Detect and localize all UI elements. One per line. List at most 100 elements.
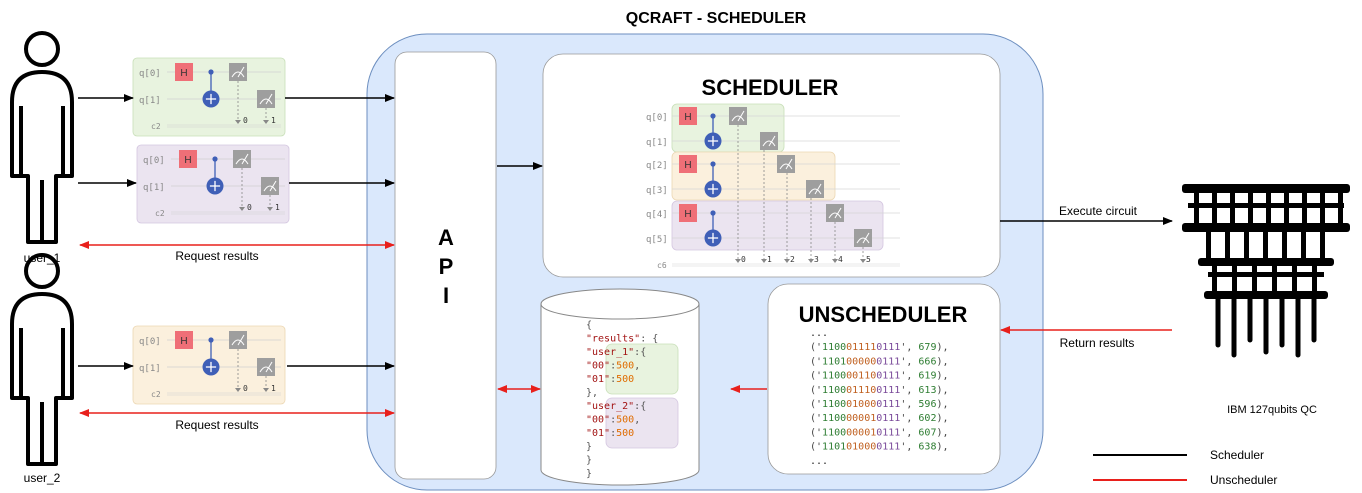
hadamard-gate [175,63,193,81]
hadamard-label: H [684,209,691,220]
request-results-label-user1: Request results [175,249,258,263]
diagram-title: QCRAFT - SCHEDULER [626,10,807,27]
measure-arrowhead [832,259,838,263]
user2-icon [10,253,74,466]
meter-needle-icon [237,334,245,346]
hadamard-gate [679,204,697,222]
meter-arc-icon [231,339,245,346]
meter-needle-icon [269,180,277,192]
unscheduler-line: ('1100000010111', 607), [810,427,949,438]
meter-needle-icon [768,135,776,147]
json-line: { [586,320,592,331]
api-letter-a: A [438,225,454,250]
legend-scheduler-label: Scheduler [1210,448,1264,462]
scheduler-qubit-label: q[3] [646,186,668,196]
control-dot [212,156,218,162]
bit-label: 1 [275,203,280,212]
qc-mid-plate [1182,223,1350,232]
hadamard-gate [175,331,193,349]
results-json: { "results": { "user_1":{ "00":500, "01"… [586,320,658,480]
unscheduler-line: ... [810,328,828,339]
control-dot [710,161,716,167]
json-line: "user_2":{ [586,401,646,412]
bit-label: 1 [271,384,276,393]
meter-arc-icon [762,140,776,147]
meter-arc-icon [259,98,273,105]
unscheduler-results: ...('1100011110111', 679),('110100000011… [810,328,949,467]
qc-rod [1320,232,1325,258]
unscheduler-line: ('1101010000111', 638), [810,442,949,453]
qubit-label: q[0] [143,156,165,166]
scheduled-group-user1b [671,200,884,251]
qc-rod [1252,266,1257,291]
user1-label: user_1 [24,251,61,265]
control-dot [208,337,214,343]
head-icon [24,31,60,67]
hadamard-gate [179,150,197,168]
qc-crossbar [1208,272,1324,277]
bit-label: 1 [271,116,276,125]
measure-arrowhead [239,207,245,211]
classical-label: c2 [155,209,165,218]
meter-needle-icon [265,93,273,105]
unscheduler-line: ('1100010000111', 596), [810,399,949,410]
api-box [394,51,497,480]
measure-arrowhead [860,259,866,263]
bit-label: 0 [243,384,248,393]
unscheduler-line: ('1100011110111', 679), [810,342,949,353]
scheduler-qubit-label: q[2] [646,161,668,171]
qc-rod [1272,266,1277,291]
classical-label: c2 [151,122,161,131]
json-line: "results": { [586,334,658,345]
qc-rod [1206,232,1211,258]
scheduler-bit-label: 0 [741,255,746,264]
meter-needle-icon [862,232,870,244]
unscheduler-title: UNSCHEDULER [799,302,968,327]
qc-top-plate [1182,184,1350,193]
json-line: "00":500, [586,361,640,372]
scheduler-bit-label: 1 [767,255,772,264]
control-dot [710,210,716,216]
measure-arrowhead [263,120,269,124]
hadamard-label: H [180,68,187,79]
qc-rod [1263,232,1268,258]
control-dot [208,69,214,75]
meter-needle-icon [265,361,273,373]
meter-arc-icon [731,115,745,122]
hadamard-label: H [684,160,691,171]
return-results-label: Return results [1060,336,1135,350]
qubit-label: q[0] [139,337,161,347]
hadamard-gate [679,107,697,125]
qubit-label: q[0] [139,69,161,79]
unscheduler-line: ... [810,456,828,467]
measure-arrowhead [267,207,273,211]
json-line: "user_1":{ [586,347,646,358]
scheduler-qubit-label: q[1] [646,138,668,148]
user2-label: user_2 [24,471,61,485]
qc-rod [1292,266,1297,291]
unscheduler-line: ('1100000010111', 602), [810,413,949,424]
scheduler-classical-label: c6 [657,261,667,270]
bit-label: 0 [247,203,252,212]
meter-arc-icon [235,158,249,165]
json-line: } [586,442,592,453]
bit-label: 0 [243,116,248,125]
json-line: "00":500, [586,415,640,426]
json-line: }, [586,388,598,399]
api-letter-i: I [443,283,449,308]
meter-arc-icon [856,237,870,244]
scheduler-qubit-label: q[0] [646,113,668,123]
user1-results-highlight [605,343,679,395]
quantum-computer-icon [1182,184,1350,358]
unscheduler-line: ('1100011100111', 613), [810,385,949,396]
qc-rod [1312,266,1317,291]
execute-circuit-label: Execute circuit [1059,204,1138,218]
unscheduler-line: ('1100001100111', 619), [810,371,949,382]
scheduler-bit-label: 2 [790,255,795,264]
meter-arc-icon [808,188,822,195]
scheduler-qubit-label: q[4] [646,210,668,220]
json-line: "01":500 [586,428,634,439]
